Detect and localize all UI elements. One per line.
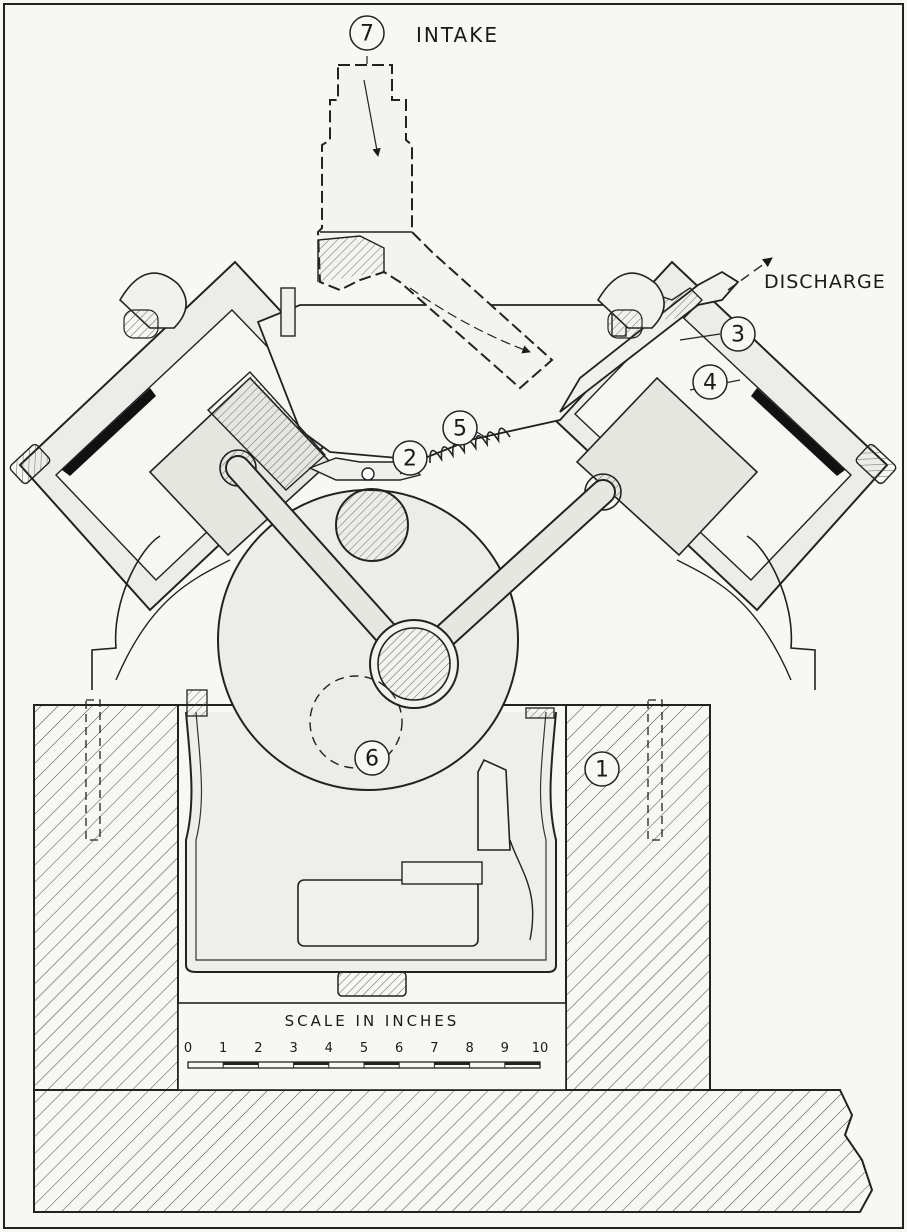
callout-3: 3 xyxy=(720,316,756,352)
svg-text:1: 1 xyxy=(595,758,609,783)
svg-text:5: 5 xyxy=(453,417,467,442)
discharge-label: DISCHARGE xyxy=(764,271,886,293)
left-lifting-eye xyxy=(118,272,187,339)
scale-tick-8: 8 xyxy=(465,1041,473,1056)
callout-4: 4 xyxy=(692,364,728,400)
right-piston xyxy=(575,376,759,557)
foundation-pit xyxy=(177,1002,567,1091)
left-valve-spring xyxy=(206,371,326,491)
drain-plug xyxy=(337,971,407,997)
callout-1: 1 xyxy=(584,751,620,787)
callout-5: 5 xyxy=(442,410,478,446)
main-shaft xyxy=(335,488,409,562)
scale-tick-7: 7 xyxy=(430,1041,438,1056)
oil-pump-body xyxy=(297,879,479,947)
scale-tick-1: 1 xyxy=(219,1041,227,1056)
scale-tick-2: 2 xyxy=(254,1041,262,1056)
callout-6: 6 xyxy=(354,740,390,776)
callout-2: 2 xyxy=(392,440,428,476)
foundation-left xyxy=(33,704,179,1091)
intake-label: INTAKE xyxy=(416,23,499,47)
svg-text:3: 3 xyxy=(731,323,745,348)
scale-tick-6: 6 xyxy=(395,1041,403,1056)
scale-bar: SCALE IN INCHES 0 1 2 3 4 5 6 7 8 9 10 xyxy=(184,1012,548,1069)
svg-text:4: 4 xyxy=(703,371,717,396)
base-plate xyxy=(33,1089,874,1213)
svg-text:2: 2 xyxy=(403,447,417,472)
right-lifting-eye xyxy=(596,272,665,339)
scale-tick-9: 9 xyxy=(501,1041,509,1056)
pump-drive-column xyxy=(477,758,511,851)
svg-text:7: 7 xyxy=(360,22,374,47)
frame-border xyxy=(3,3,904,1229)
callout-7: 7 xyxy=(349,15,385,51)
scale-tick-4: 4 xyxy=(325,1041,333,1056)
scale-tick-5: 5 xyxy=(360,1041,368,1056)
scale-title: SCALE IN INCHES xyxy=(285,1012,460,1030)
scale-tick-10: 10 xyxy=(532,1041,549,1056)
svg-text:6: 6 xyxy=(365,747,379,772)
scale-tick-3: 3 xyxy=(289,1041,297,1056)
scale-tick-labels: 0 1 2 3 4 5 6 7 8 9 10 xyxy=(184,1041,548,1056)
scale-tick-0: 0 xyxy=(184,1041,192,1056)
